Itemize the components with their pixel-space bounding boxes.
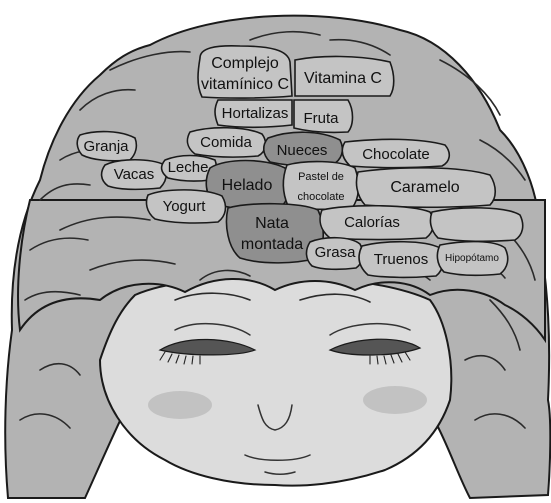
face (100, 276, 451, 486)
label-vitamina-c: Vitamina C (304, 70, 382, 87)
label-nata-line1: Nata (255, 215, 289, 232)
label-complejo-line2: vitamínico C (201, 76, 289, 93)
label-caramelo: Caramelo (390, 179, 459, 196)
label-comida: Comida (200, 134, 252, 151)
label-complejo-line1: Complejo (211, 55, 279, 72)
label-granja: Granja (83, 138, 129, 155)
node-blank-right (430, 208, 522, 241)
label-calorias: Calorías (344, 214, 400, 231)
label-fruta: Fruta (303, 110, 339, 127)
label-nueces: Nueces (277, 142, 328, 159)
label-chocolate: Chocolate (362, 146, 430, 163)
label-hortalizas: Hortalizas (222, 105, 289, 122)
label-pastel-line2: chocolate (297, 191, 344, 203)
label-pastel-line1: Pastel de (298, 171, 344, 183)
label-helado: Helado (222, 177, 273, 194)
label-grasa: Grasa (315, 244, 357, 261)
label-leche: Leche (168, 159, 209, 176)
left-cheek (148, 391, 212, 419)
label-yogurt: Yogurt (163, 198, 207, 215)
label-nata-line2: montada (241, 236, 303, 253)
label-truenos: Truenos (374, 251, 428, 268)
right-cheek (363, 386, 427, 414)
label-hipopotamo: Hipopótamo (445, 253, 499, 264)
label-vacas: Vacas (114, 166, 155, 183)
